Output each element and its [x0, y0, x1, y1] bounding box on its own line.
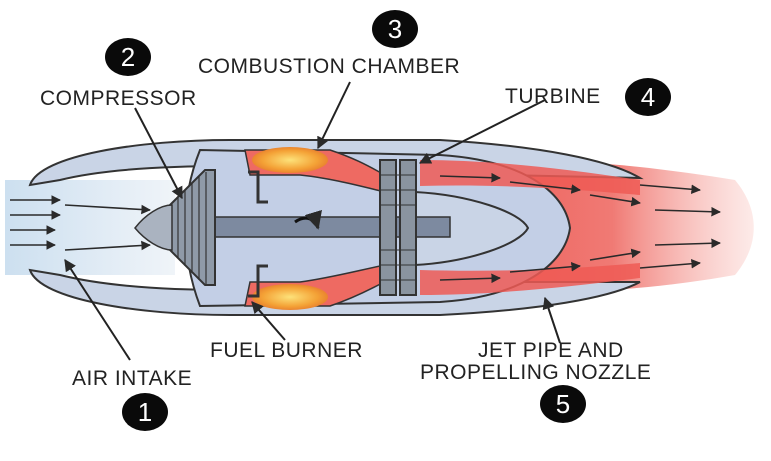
- jet-pipe-gas-upper: [420, 160, 640, 195]
- marker-4: 4: [625, 78, 671, 116]
- leader-lines: [64, 81, 561, 361]
- flame-upper: [252, 147, 328, 173]
- leader-compressor: [134, 107, 183, 200]
- label-jet-pipe-line2: PROPELLING NOZZLE: [420, 361, 652, 384]
- leader-combustion: [317, 81, 351, 150]
- rotation-arrow: [294, 209, 322, 230]
- leader-fuel-burner: [251, 301, 286, 341]
- compressor-blades: [177, 172, 207, 284]
- intake-arrows: [10, 195, 151, 251]
- marker-3: 3: [372, 10, 418, 48]
- label-air-intake: AIR INTAKE: [72, 367, 193, 390]
- marker-5: 5: [540, 385, 586, 423]
- flame-lower: [252, 284, 328, 310]
- turbine-blades: [380, 174, 416, 281]
- label-jet-pipe-line1: JET PIPE AND: [478, 339, 624, 362]
- label-turbine: TURBINE: [505, 85, 601, 108]
- label-combustion-chamber: COMBUSTION CHAMBER: [198, 55, 461, 78]
- fuel-burner-upper: [248, 170, 268, 204]
- fuel-burner-lower: [248, 264, 268, 298]
- spinner-nose: [134, 204, 173, 251]
- leader-jet-pipe: [542, 296, 561, 344]
- label-compressor: COMPRESSOR: [40, 87, 197, 110]
- turbine-disc-1: [379, 159, 397, 296]
- turbine-disc-2: [399, 159, 417, 296]
- exhaust-arrows: [439, 172, 721, 284]
- marker-2: 2: [105, 38, 151, 76]
- jet-pipe-gas-lower: [420, 263, 640, 295]
- tail-cone: [414, 190, 530, 267]
- label-fuel-burner: FUEL BURNER: [210, 339, 363, 362]
- leader-air-intake: [64, 258, 131, 361]
- marker-1: 1: [122, 393, 168, 431]
- leader-turbine: [418, 99, 546, 164]
